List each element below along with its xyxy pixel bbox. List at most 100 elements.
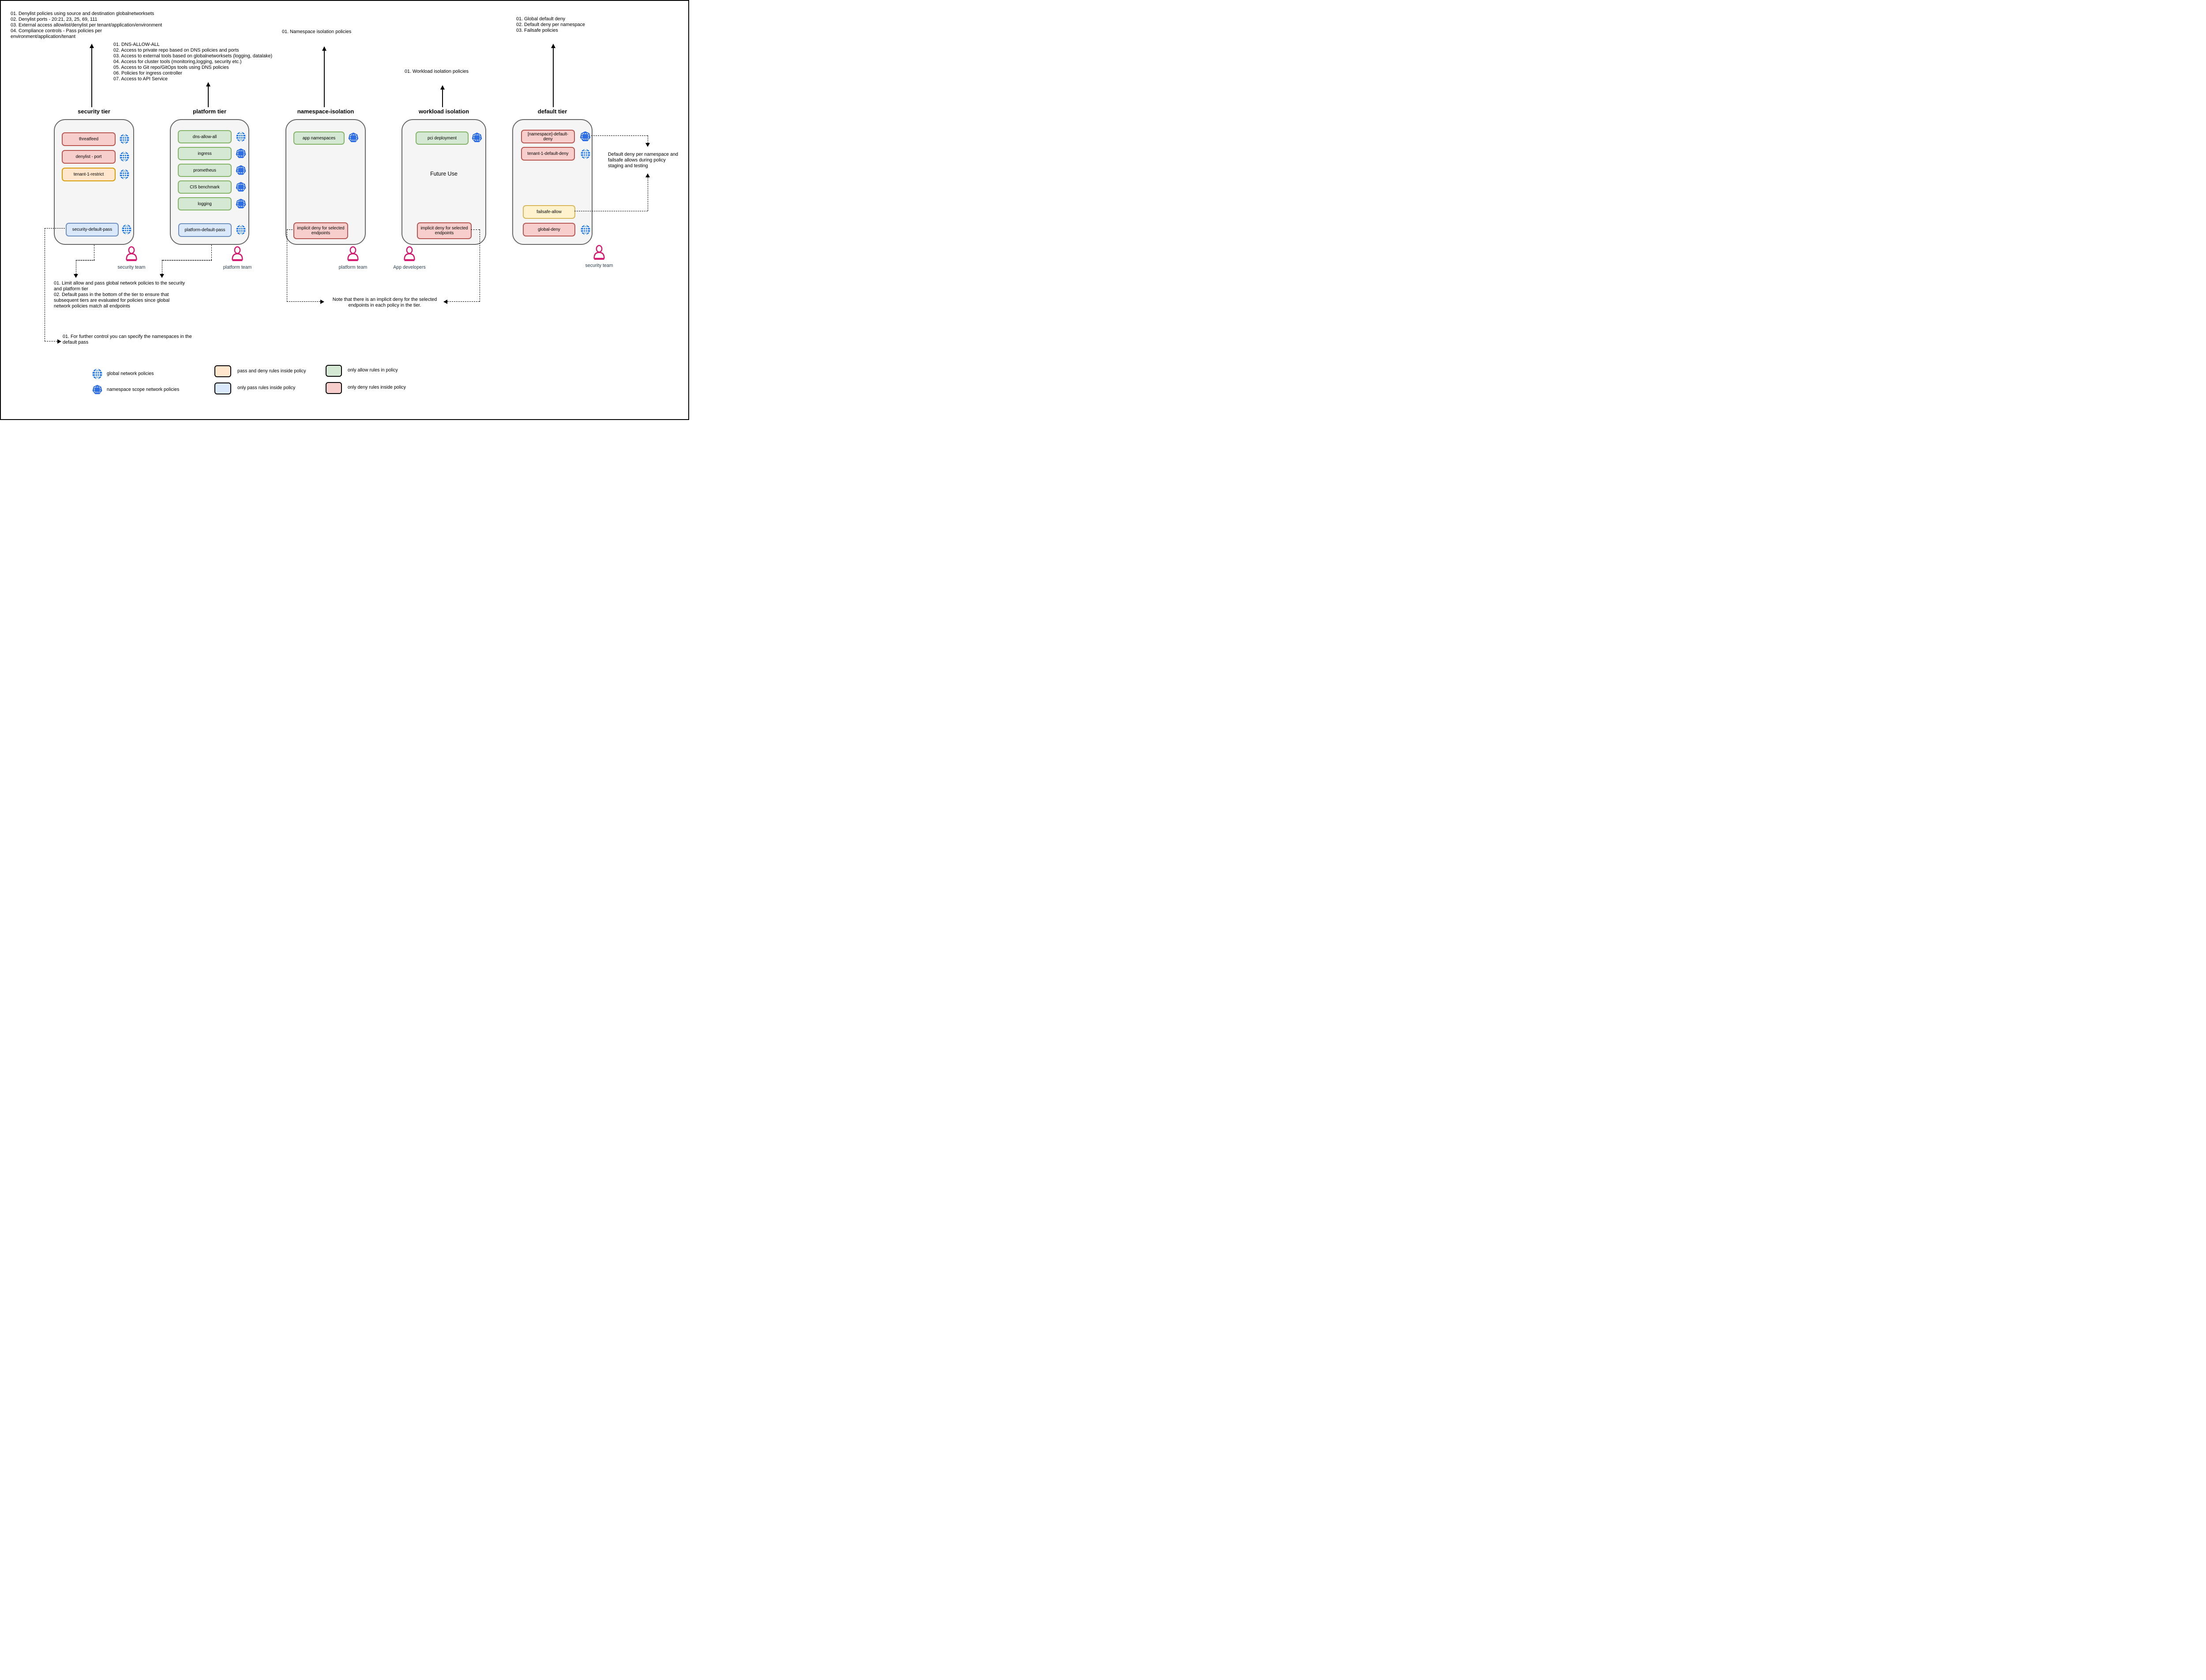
connector-line [162,260,212,261]
tier-title-workload: workload isolation [418,108,469,115]
connector-line [447,301,480,302]
note-line: 03. External access allowlist/denylist p… [11,22,162,28]
person-icon [230,246,244,262]
tier-workload-isolation: pci deployment Future Use implicit deny … [401,119,486,245]
future-use-label: Future Use [430,171,458,177]
note-line: 06. Policies for ingress controller [113,71,183,76]
note-line: 02. Denylist ports - 20:21, 23, 25, 69, … [11,17,98,22]
arrowhead-left [443,300,447,304]
legend-swatch-only-allow [326,365,342,377]
team-label-platform-2: platform team [338,265,368,270]
policy-denylist-port: denylist - port [62,150,116,164]
connector-line [287,301,320,302]
legend-only-pass-rules: only pass rules inside policy [237,385,296,390]
namespace-icon [235,181,247,193]
person-icon [592,244,606,261]
note-line: 02. Default deny per namespace [516,22,585,27]
arrowhead-down [160,274,164,278]
note-line: 04. Access for cluster tools (monitoring… [113,59,242,64]
diagram-canvas: 01. Denylist policies using source and d… [0,0,689,420]
note-line: Note that there is an implicit deny for … [332,297,437,302]
policy-failsafe-allow: failsafe-allow [523,205,575,219]
team-label-app-devs: App developers [393,265,426,270]
person-icon [346,246,360,262]
arrow-workload-tier-up [440,85,445,107]
policy-implicit-deny-wl: implicit deny for selected endpoints [417,222,472,239]
connector-line [471,229,480,230]
tier-title-platform: platform tier [193,108,226,115]
globe-icon [121,224,132,235]
tier-platform: dns-allow-all ingress prometheus CIS ben… [170,119,249,245]
note-platform-controls: 01. DNS-ALLOW-ALL 02. Access to private … [113,42,272,82]
policy-platform-default-pass: platform-default-pass [178,223,232,237]
arrow-namespace-tier-up [322,46,327,107]
arrowhead-up [645,173,650,177]
tier-default: [namespace]-default-deny tenant-1-defaul… [512,119,593,245]
namespace-icon [235,198,247,210]
globe-icon [236,131,246,142]
note-line: 02. Default pass in the bottom of the ti… [54,292,169,297]
tier-title-security: security tier [78,108,110,115]
note-line: 03. Failsafe policies [516,28,558,33]
note-line: 05. Access to Git repo/GitOps tools usin… [113,65,229,70]
note-workload-isolation: 01. Workload isolation policies [405,69,469,74]
legend-only-deny-rules: only deny rules inside policy [348,385,406,390]
note-line: 07. Access to API Service [113,76,168,82]
note-line: 02. Access to private repo based on DNS … [113,48,239,53]
legend-only-allow-rules: only allow rules in policy [348,368,398,373]
note-further-control: 01. For further control you can specify … [63,334,192,345]
arrowhead-down [74,274,78,278]
connector-line [591,135,648,136]
arrowhead-right [320,300,324,304]
policy-namespace-default-deny: [namespace]-default-deny [521,130,575,143]
note-default-deny-failsafe: Default deny per namespace and failsafe … [608,152,678,169]
connector-line [211,245,212,260]
policy-tenant-1-restrict: tenant-1-restrict [62,168,116,181]
globe-icon [580,149,591,159]
legend-swatch-only-deny [326,382,342,394]
arrow-security-tier-up [89,44,94,107]
tier-namespace-isolation: app namespaces implicit deny for selecte… [285,119,366,245]
arrow-default-tier-up [551,44,556,107]
note-line: 01. Global default deny [516,16,566,22]
note-line: 01. DNS-ALLOW-ALL [113,42,160,47]
legend-namespace-scope-policies: namespace scope network policies [107,387,180,392]
note-security-controls: 01. Denylist policies using source and d… [11,11,162,40]
policy-tenant-1-default-deny: tenant-1-default-deny [521,147,575,161]
note-line: 03. Access to external tools based on gl… [113,53,273,59]
note-default-tier: 01. Global default deny 02. Default deny… [516,16,585,34]
namespace-icon [348,132,359,143]
note-line: endpoints in each policy in the tier. [348,303,421,308]
policy-ingress: ingress [178,147,232,160]
namespace-icon [92,384,103,395]
globe-icon [119,169,130,180]
policy-prometheus: prometheus [178,164,232,177]
policy-threatfeed: threatfeed [62,132,116,146]
note-line: network policies match all endpoints [54,304,130,309]
policy-dns-allow-all: dns-allow-all [178,130,232,143]
person-icon [402,246,416,262]
arrowhead-right [57,339,61,344]
policy-implicit-deny-ns: implicit deny for selected endpoints [293,222,348,239]
note-line: default pass [63,340,89,345]
note-limit-allow-pass: 01. Limit allow and pass global network … [54,281,185,309]
namespace-icon [471,132,483,143]
note-line: environment/application/tenant [11,34,76,39]
note-line: and platform tier [54,286,89,292]
note-line: staging and testing [608,163,648,169]
globe-icon [92,368,103,379]
team-label-security-1: security team [117,265,146,270]
globe-icon [236,225,246,235]
note-line: 01. For further control you can specify … [63,334,192,339]
note-implicit-deny: Note that there is an implicit deny for … [326,297,443,308]
arrowhead-down [645,143,650,147]
note-line: 01. Denylist policies using source and d… [11,11,154,16]
legend-pass-deny-rules: pass and deny rules inside policy [237,368,306,374]
policy-app-namespaces: app namespaces [293,131,345,145]
note-line: Default deny per namespace and [608,152,679,157]
person-icon [124,246,139,262]
tier-title-namespace: namespace-isolation [297,108,354,115]
globe-icon [119,134,130,144]
tier-title-default: default tier [537,108,567,115]
note-line: failsafe allows during policy [608,158,666,163]
